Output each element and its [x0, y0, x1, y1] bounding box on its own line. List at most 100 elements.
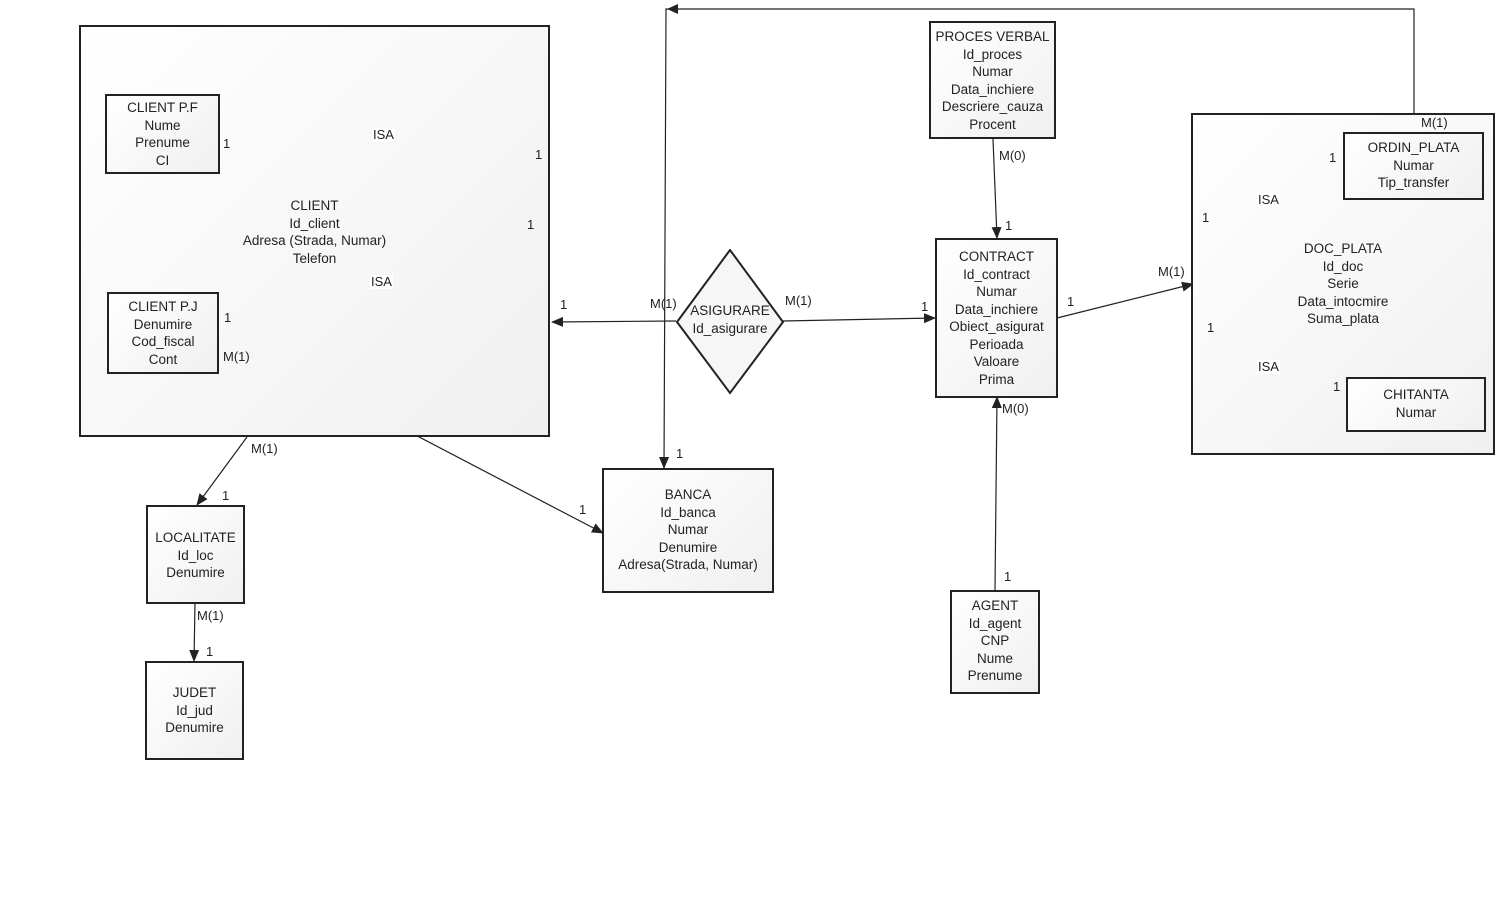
cardinality-label: 1 — [579, 502, 587, 517]
isa-label: ISA — [370, 274, 393, 289]
relationship-asigurare-title: ASIGURARE — [690, 303, 770, 318]
entity-client-pj-attr: Denumire — [133, 316, 193, 332]
edge-client-localitate — [196, 436, 248, 506]
cardinality-label: M(0) — [999, 148, 1026, 163]
entity-contract-title: CONTRACT — [959, 249, 1034, 264]
edge-contract-docplata — [1056, 281, 1194, 319]
entity-client-pj[interactable]: CLIENT P.J Denumire Cod_fiscal Cont — [107, 292, 219, 374]
cardinality-label: 1 — [1329, 150, 1337, 165]
edge-asigurare-contract — [782, 313, 936, 324]
entity-client-attr: Id_client — [289, 215, 340, 231]
entity-chitanta-attr: Numar — [1395, 404, 1437, 420]
entity-ordin-plata-title: ORDIN_PLATA — [1367, 140, 1460, 155]
cardinality-label: M(1) — [251, 441, 278, 456]
entity-localitate-attr: Denumire — [166, 565, 225, 580]
entity-localitate-title: LOCALITATE — [155, 530, 236, 545]
cardinality-label: M(1) — [1158, 264, 1185, 279]
entity-agent-attr: Id_agent — [968, 615, 1022, 631]
entity-agent-attr: CNP — [980, 633, 1010, 648]
entity-proces-verbal-attr: Descriere_cauza — [941, 99, 1044, 114]
entity-agent-attr: Nume — [976, 650, 1013, 666]
entity-banca-attr: Id_banca — [660, 504, 716, 520]
entity-proces-verbal-attr: Data_inchiere — [950, 81, 1035, 97]
edge-localitate-judet — [189, 602, 200, 662]
entity-doc-plata-attr: Data_intocmire — [1297, 293, 1389, 309]
cardinality-label: 1 — [206, 644, 214, 659]
relationship-asigurare-attr: Id_asigurare — [692, 320, 768, 336]
cardinality-label: M(1) — [650, 296, 677, 311]
entity-banca[interactable]: BANCA Id_banca Numar Denumire Adresa(Str… — [602, 468, 774, 593]
entity-judet[interactable]: JUDET Id_jud Denumire — [145, 661, 244, 760]
entity-client[interactable]: CLIENT Id_client Adresa (Strada, Numar) … — [79, 25, 550, 437]
entity-contract-attr: Obiect_asigurat — [949, 319, 1044, 334]
cardinality-label: 1 — [1005, 218, 1013, 233]
entity-client-pf-attr: Prenume — [135, 135, 190, 150]
entity-client-title: CLIENT — [290, 198, 339, 213]
cardinality-label: 1 — [223, 136, 231, 151]
entity-localitate[interactable]: LOCALITATE Id_loc Denumire — [146, 505, 245, 604]
entity-client-attr: Adresa (Strada, Numar) — [242, 233, 387, 248]
entity-proces-verbal-attr: Numar — [972, 64, 1013, 79]
entity-contract-attr: Id_contract — [963, 266, 1030, 282]
entity-contract-attr: Perioada — [969, 336, 1024, 352]
edge-agent-contract — [991, 396, 1002, 591]
entity-doc-plata-title: DOC_PLATA — [1303, 241, 1383, 256]
cardinality-label: 1 — [1067, 294, 1075, 309]
entity-agent-title: AGENT — [971, 598, 1019, 613]
entity-contract-attr: Prima — [978, 371, 1015, 387]
entity-judet-attr: Id_jud — [176, 702, 213, 718]
entity-judet-title: JUDET — [172, 685, 217, 700]
entity-chitanta[interactable]: CHITANTA Numar — [1346, 377, 1486, 432]
relationship-asigurare-shape[interactable] — [675, 249, 785, 395]
cardinality-label: 1 — [1207, 320, 1215, 335]
entity-contract-attr: Valoare — [973, 354, 1020, 369]
entity-doc-plata-attr: Serie — [1327, 276, 1359, 291]
entity-client-pf-attr: Nume — [144, 117, 181, 133]
entity-client-pf[interactable]: CLIENT P.F Nume Prenume CI — [105, 94, 220, 174]
entity-chitanta-title: CHITANTA — [1383, 387, 1449, 402]
entity-contract-attr: Data_inchiere — [954, 301, 1039, 317]
isa-label: ISA — [1257, 192, 1280, 207]
entity-localitate-attr: Id_loc — [177, 547, 214, 563]
edge-proces-contract — [991, 138, 1002, 239]
cardinality-label: 1 — [222, 488, 230, 503]
edge-ordin-banca — [659, 8, 1415, 469]
entity-ordin-plata-attr: Numar — [1393, 157, 1434, 173]
entity-agent-attr: Prenume — [967, 668, 1023, 683]
entity-proces-verbal[interactable]: PROCES VERBAL Id_proces Numar Data_inchi… — [929, 21, 1056, 139]
cardinality-label: 1 — [224, 310, 232, 325]
entity-ordin-plata-attr: Tip_transfer — [1377, 175, 1450, 190]
entity-banca-attr: Numar — [667, 522, 709, 537]
cardinality-label: M(1) — [223, 349, 250, 364]
cardinality-label: M(1) — [1421, 115, 1448, 130]
cardinality-label: M(1) — [197, 608, 224, 623]
entity-contract-attr: Numar — [976, 284, 1017, 299]
cardinality-label: 1 — [535, 147, 543, 162]
cardinality-label: 1 — [527, 217, 535, 232]
entity-proces-verbal-attr: Procent — [969, 116, 1016, 132]
entity-judet-attr: Denumire — [165, 720, 224, 735]
edge-asigurare-client — [551, 316, 677, 327]
cardinality-label: M(0) — [1002, 401, 1029, 416]
cardinality-label: 1 — [560, 297, 568, 312]
cardinality-label: 1 — [1333, 379, 1341, 394]
isa-label: ISA — [1257, 359, 1280, 374]
cardinality-label: 1 — [1202, 210, 1210, 225]
entity-contract[interactable]: CONTRACT Id_contract Numar Data_inchiere… — [935, 238, 1058, 398]
entity-client-pj-attr: Cont — [148, 351, 178, 367]
cardinality-label: 1 — [921, 299, 929, 314]
entity-client-pf-attr: CI — [155, 152, 170, 168]
entity-client-pj-attr: Cod_fiscal — [131, 334, 195, 349]
entity-banca-title: BANCA — [664, 487, 712, 502]
entity-doc-plata-attr: Suma_plata — [1306, 311, 1380, 326]
entity-proces-verbal-attr: Id_proces — [962, 46, 1023, 62]
entity-doc-plata-attr: Id_doc — [1322, 258, 1364, 274]
isa-label: ISA — [372, 127, 395, 142]
cardinality-label: 1 — [1004, 569, 1012, 584]
entity-banca-attr: Denumire — [658, 539, 718, 555]
entity-agent[interactable]: AGENT Id_agent CNP Nume Prenume — [950, 590, 1040, 694]
entity-ordin-plata[interactable]: ORDIN_PLATA Numar Tip_transfer — [1343, 132, 1484, 200]
entity-client-pj-title: CLIENT P.J — [128, 299, 198, 314]
entity-client-pf-title: CLIENT P.F — [127, 100, 198, 115]
entity-banca-attr: Adresa(Strada, Numar) — [618, 557, 758, 572]
